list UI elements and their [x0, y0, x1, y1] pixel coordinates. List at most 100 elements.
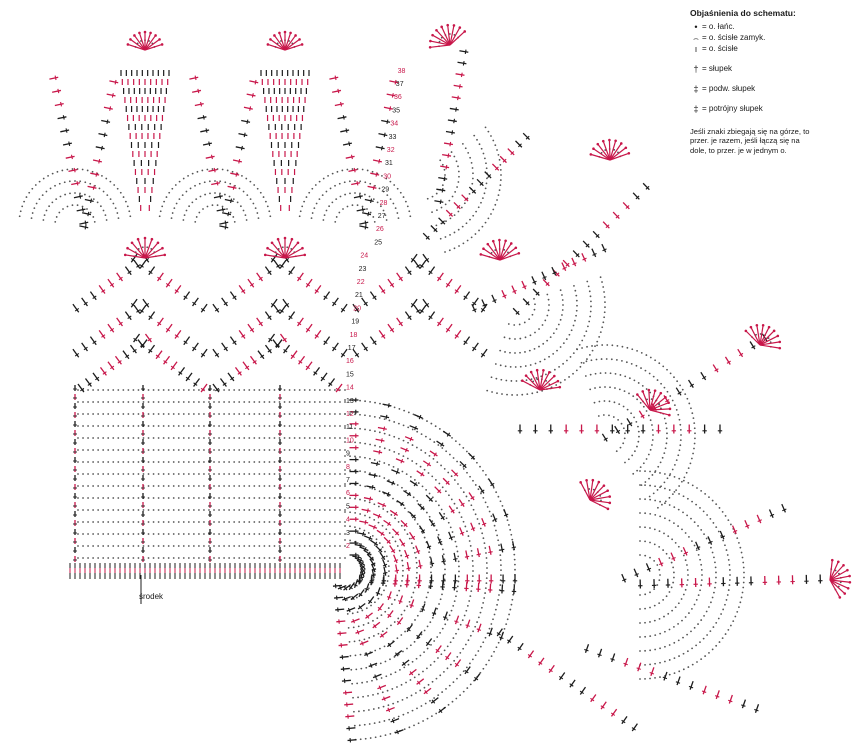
chain-dot [127, 509, 130, 511]
chain-dot [396, 700, 399, 703]
chain-dot [635, 420, 638, 423]
chain-dot [725, 599, 728, 601]
stitch-symbol [582, 240, 590, 248]
chain-dot [263, 509, 266, 511]
chain-dot [664, 447, 667, 450]
stitch-symbol [229, 336, 237, 346]
chain-dot [408, 600, 411, 603]
chain-dot [548, 304, 550, 306]
chain-dot [187, 425, 190, 427]
stitch-symbol [386, 706, 395, 713]
chain-dot [132, 521, 135, 523]
chain-dot [308, 533, 311, 535]
chain-dot [388, 570, 390, 573]
chain-dot [203, 425, 205, 427]
chain-dot [488, 659, 490, 662]
chain-dot [393, 184, 396, 186]
chain-dot [466, 471, 468, 474]
chain-dot [581, 339, 584, 342]
chain-dot [715, 644, 718, 647]
chain-dot [137, 473, 140, 475]
chain-dot [528, 318, 531, 321]
stitch-symbol [781, 503, 787, 513]
chain-dot [397, 452, 400, 455]
chain-dot [684, 588, 687, 591]
chain-dot [460, 487, 462, 489]
stitch-symbol [451, 469, 459, 477]
stitch-symbol [451, 95, 461, 101]
chain-dot [640, 484, 643, 487]
chain-dot [422, 670, 424, 673]
chain-dot [407, 711, 409, 714]
stitch-symbol [221, 342, 228, 352]
chain-dot [664, 487, 666, 490]
chain-dot [101, 174, 103, 177]
chain-dot [253, 521, 256, 523]
stitch-symbol [440, 580, 445, 590]
stitch-symbol [464, 582, 469, 592]
chain-dot [77, 545, 79, 547]
stitch-symbol [275, 339, 283, 348]
chain-dot [213, 437, 215, 439]
chain-dot [378, 721, 381, 724]
chain-dot [334, 449, 336, 451]
stitch-symbol [416, 678, 425, 685]
stitch-symbol [386, 93, 396, 98]
stitch-symbol [382, 491, 391, 497]
stitch-symbol [458, 498, 465, 508]
chain-dot [649, 541, 651, 544]
chain-dot [162, 497, 165, 499]
chain-dot [603, 311, 606, 314]
chain-dot [177, 533, 180, 535]
chain-dot [718, 641, 721, 643]
chain-dot [21, 205, 24, 208]
chain-dot [429, 438, 432, 441]
chain-dot [513, 558, 516, 561]
chain-dot [293, 437, 296, 439]
chain-dot [595, 358, 598, 361]
chain-dot [674, 606, 677, 609]
chain-dot [654, 359, 657, 362]
chain-dot [273, 461, 276, 463]
chain-dot [663, 473, 666, 475]
chain-dot [391, 688, 394, 690]
chain-dot [722, 608, 725, 611]
chain-dot [359, 653, 362, 656]
chain-dot [483, 192, 486, 195]
chain-dot [706, 514, 709, 516]
chain-dot [439, 159, 442, 162]
chain-dot [416, 707, 418, 710]
stitch-symbol [399, 538, 406, 547]
stitch-symbol [410, 253, 418, 263]
chain-dot [283, 401, 286, 403]
chain-dot [142, 545, 145, 547]
stitch-symbol [581, 253, 587, 262]
chain-dot [409, 644, 412, 647]
chain-dot [167, 521, 170, 523]
chain-dot [42, 219, 45, 221]
stitch-symbol [139, 304, 147, 314]
chain-dot [385, 219, 388, 221]
stitch-symbol [754, 704, 760, 713]
chain-dot [673, 463, 676, 466]
chain-dot [644, 481, 647, 483]
chain-dot [87, 485, 89, 487]
stitch-symbol [337, 631, 347, 636]
chain-dot [233, 497, 236, 499]
chain-dot [639, 622, 641, 624]
stitch-symbol [727, 694, 733, 704]
stitch-symbol [369, 336, 377, 346]
stitch-symbol [57, 115, 67, 120]
stitch-symbol [279, 259, 287, 269]
chain-dot [601, 281, 603, 283]
stitch-symbol [776, 575, 781, 585]
chain-dot [678, 418, 681, 421]
chain-dot [621, 345, 624, 348]
chain-dot [375, 664, 377, 666]
chain-dot [288, 389, 291, 391]
chain-dot [481, 532, 484, 535]
chain-dot [102, 557, 105, 559]
chain-dot [348, 180, 351, 183]
chain-dot [92, 485, 95, 487]
chain-dot [303, 557, 306, 559]
